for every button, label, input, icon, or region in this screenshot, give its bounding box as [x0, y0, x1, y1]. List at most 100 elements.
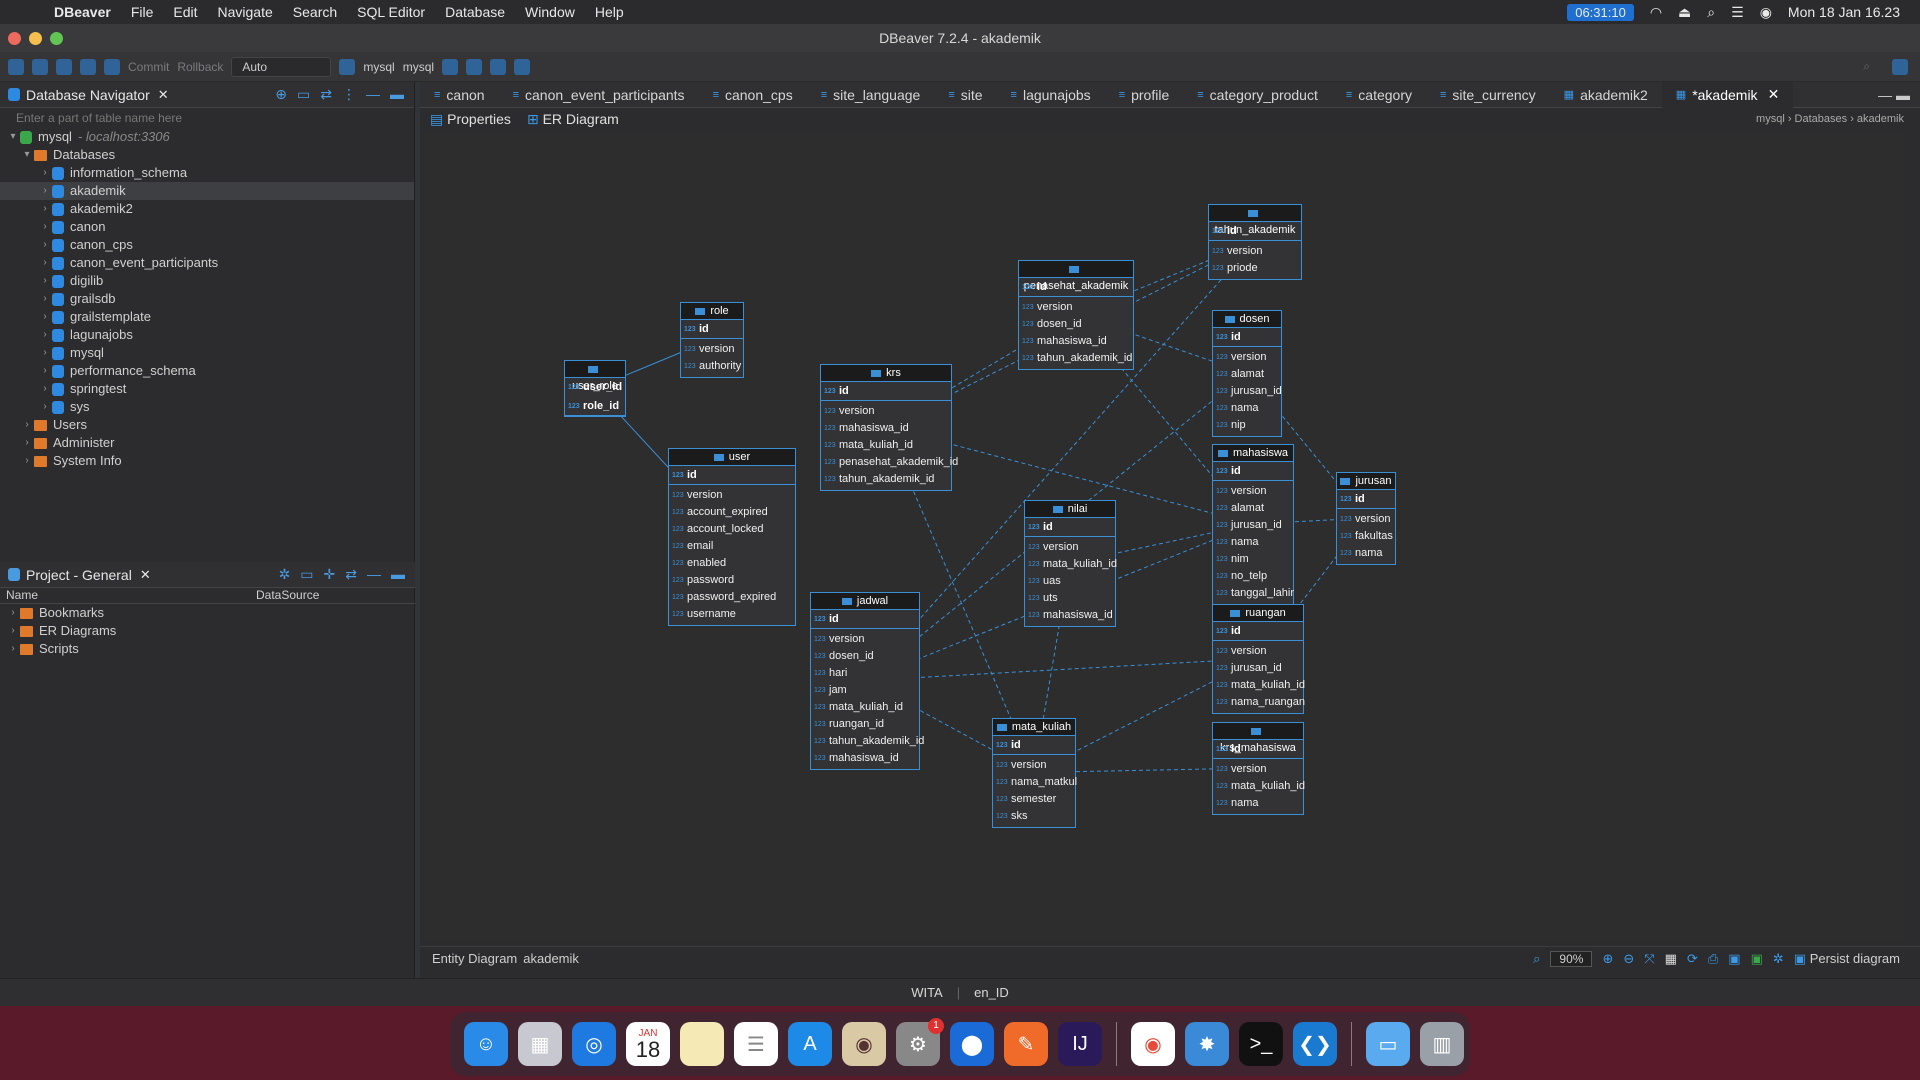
entity-column[interactable]: account_expired: [669, 504, 795, 521]
entity-column[interactable]: jurusan_id: [1213, 383, 1282, 400]
control-center-icon[interactable]: ☰: [1731, 3, 1744, 20]
entity-column[interactable]: nip: [1213, 417, 1281, 434]
sql-editor-icon[interactable]: [80, 58, 96, 75]
entity-column[interactable]: dosen_id: [1019, 316, 1133, 333]
entity-column[interactable]: version: [811, 631, 919, 648]
entity-jurusan[interactable]: jurusanidversionfakultasnama: [1336, 472, 1396, 565]
maximize-pane-icon[interactable]: ▬: [391, 566, 405, 582]
entity-column[interactable]: version: [1019, 299, 1133, 316]
entity-column[interactable]: version: [1213, 483, 1293, 500]
tree-node-database[interactable]: ›akademik: [0, 182, 414, 200]
pen-icon[interactable]: [490, 58, 507, 75]
editor-tab[interactable]: ≡lagunajobs: [997, 82, 1105, 108]
eject-icon[interactable]: ⏏: [1678, 3, 1692, 20]
entity-column[interactable]: nim: [1213, 551, 1293, 568]
layout-icon[interactable]: ⤧: [1644, 950, 1655, 966]
tree-node-database[interactable]: ›springtest: [43, 381, 127, 396]
entity-column[interactable]: sks: [993, 808, 1075, 825]
entity-mahasiswa[interactable]: mahasiswaidversionalamatjurusan_idnamani…: [1212, 444, 1294, 605]
entity-column[interactable]: version: [1213, 761, 1303, 778]
tree-node-database[interactable]: ›grailsdb: [43, 291, 116, 306]
launchpad-icon[interactable]: ▦: [518, 1022, 562, 1066]
entity-column[interactable]: mahasiswa_id: [811, 750, 919, 767]
database-navigator-title[interactable]: Database Navigator: [26, 86, 150, 103]
project-title[interactable]: Project - General: [26, 566, 132, 583]
entity-column[interactable]: mahasiswa_id: [1025, 607, 1115, 624]
menu-file[interactable]: File: [130, 4, 154, 20]
entity-krs-mahasiswa[interactable]: krs_mahasiswaidversionmata_kuliah_idnama: [1212, 722, 1305, 815]
entity-column[interactable]: mata_kuliah_id: [811, 699, 919, 716]
connect-icon[interactable]: [32, 58, 48, 75]
entity-column[interactable]: alamat: [1213, 500, 1293, 517]
notes-icon[interactable]: [680, 1022, 724, 1066]
trash-icon[interactable]: ▥: [1420, 1022, 1464, 1066]
tree-node-database[interactable]: ›akademik2: [43, 201, 133, 216]
finder-icon[interactable]: ☺: [464, 1022, 508, 1066]
entity-column[interactable]: tahun_akademik_id: [1019, 350, 1133, 367]
export-icon[interactable]: ▣: [1750, 950, 1763, 966]
project-item-bookmarks[interactable]: › Bookmarks: [11, 605, 105, 620]
entity-column[interactable]: version: [1209, 243, 1301, 260]
primary-key-column[interactable]: id: [681, 320, 743, 339]
editor-tab[interactable]: ≡site_language: [807, 82, 935, 108]
chrome-icon[interactable]: ◉: [1131, 1022, 1175, 1066]
app-store-icon[interactable]: A: [788, 1022, 832, 1066]
primary-key-column[interactable]: id: [1213, 740, 1303, 759]
close-navigator-icon[interactable]: ✕: [157, 86, 169, 102]
primary-key-column[interactable]: id: [1213, 328, 1281, 347]
entity-column[interactable]: enabled: [669, 555, 795, 572]
primary-key-column[interactable]: role_id: [565, 397, 625, 416]
transaction-icon[interactable]: [104, 58, 120, 75]
minimize-pane-icon[interactable]: —: [367, 566, 381, 582]
collapse-all-icon[interactable]: ▭: [300, 566, 314, 582]
tree-node-database[interactable]: ›information_schema: [43, 165, 188, 180]
breadcrumb[interactable]: mysql › Databases › akademik: [1756, 113, 1904, 125]
close-project-icon[interactable]: ✕: [139, 566, 151, 582]
entity-column[interactable]: mahasiswa_id: [1019, 333, 1133, 350]
close-window-button[interactable]: [8, 31, 21, 45]
downloads-icon[interactable]: ▭: [1366, 1022, 1410, 1066]
editor-tab[interactable]: ≡profile: [1105, 82, 1184, 108]
entity-krs[interactable]: krsidversionmahasiswa_idmata_kuliah_idpe…: [820, 364, 958, 491]
intellij-icon[interactable]: IJ: [1058, 1022, 1102, 1066]
editor-tab[interactable]: ≡canon_cps: [699, 82, 807, 108]
tree-node-database[interactable]: ›sys: [43, 399, 90, 414]
entity-column[interactable]: account_locked: [669, 521, 795, 538]
dbeaver-icon[interactable]: ◉: [842, 1022, 886, 1066]
primary-key-column[interactable]: id: [821, 382, 951, 401]
entity-column[interactable]: uas: [1025, 573, 1115, 590]
lock-icon[interactable]: [466, 58, 483, 75]
maps-icon[interactable]: ⬤: [950, 1022, 994, 1066]
editor-tab[interactable]: ≡canon_event_participants: [499, 82, 699, 108]
entity-tahun-akademik[interactable]: tahun_akademikidversionpriode: [1208, 204, 1302, 280]
terminal-icon[interactable]: >_: [1239, 1022, 1283, 1066]
postman-icon[interactable]: ✎: [1004, 1022, 1048, 1066]
entity-nilai[interactable]: nilaiidversionmata_kuliah_iduasutsmahasi…: [1024, 500, 1117, 627]
timer-status-item[interactable]: 06:31:10: [1567, 3, 1634, 21]
entity-mata-kuliah[interactable]: mata_kuliahidversionnama_matkulsemesters…: [992, 718, 1077, 828]
entity-column[interactable]: tanggal_lahir: [1213, 585, 1294, 602]
close-tab-icon[interactable]: ✕: [1767, 86, 1780, 102]
entity-column[interactable]: no_telp: [1213, 568, 1293, 585]
system-preferences-icon[interactable]: ⚙1: [896, 1018, 944, 1066]
primary-key-column[interactable]: id: [993, 736, 1075, 755]
menu-help[interactable]: Help: [594, 4, 624, 20]
project-item-er-diagrams[interactable]: › ER Diagrams: [11, 623, 117, 638]
primary-key-column[interactable]: id: [1019, 278, 1133, 297]
editor-tab[interactable]: ≡category_product: [1183, 82, 1332, 108]
entity-column[interactable]: mata_kuliah_id: [1025, 556, 1117, 573]
safari-icon[interactable]: ◎: [572, 1022, 616, 1066]
link-editor-icon[interactable]: ⇄: [320, 86, 332, 102]
menu-navigate[interactable]: Navigate: [217, 4, 273, 20]
entity-column[interactable]: mata_kuliah_id: [1213, 677, 1305, 694]
primary-key-column[interactable]: id: [1213, 622, 1303, 641]
primary-key-column[interactable]: id: [1209, 222, 1301, 241]
new-connection-icon[interactable]: ⊕: [275, 86, 288, 102]
entity-column[interactable]: authority: [681, 358, 743, 375]
editor-tab[interactable]: ▦akademik2: [1550, 82, 1662, 108]
relationship-line[interactable]: [864, 658, 1259, 681]
minimize-window-button[interactable]: [29, 31, 42, 45]
primary-key-column[interactable]: id: [669, 466, 795, 485]
navigator-filter-input[interactable]: Enter a part of table name here: [16, 111, 183, 125]
